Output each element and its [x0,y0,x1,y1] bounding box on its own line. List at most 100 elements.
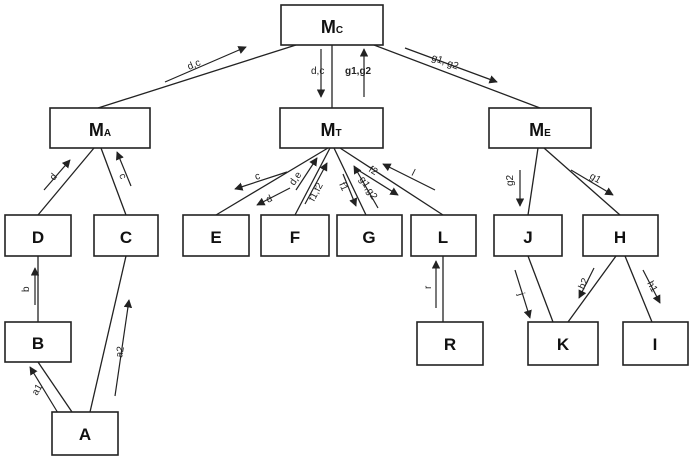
flow-label-mc-to-mt: d,c [311,66,324,77]
node-c: C [93,214,159,257]
node-box [336,214,403,257]
node-l: L [410,214,477,257]
edge-ma-d [37,147,95,216]
flow-label-h-to-i: h1 [644,279,659,294]
edge-mt-g [333,147,367,216]
node-mt: MT [279,107,384,149]
node-box [279,107,384,149]
node-f: F [260,214,330,257]
flow-arrow-d-to-ma [43,159,71,191]
node-box [416,321,484,366]
node-r: R [416,321,484,366]
flow-label-mt-to-e: c [254,171,262,183]
node-box [582,214,659,257]
node-label-main: M [529,120,544,140]
node-ma: MA [49,107,151,149]
node-label: MT [320,120,341,140]
node-box [493,214,563,257]
node-j: J [493,214,563,257]
flow-arrow-h-to-k [578,267,595,299]
flow-arrow-mt-to-e [234,171,288,191]
flow-arrow-l-to-mt [382,163,436,191]
edge-me-j [527,147,539,216]
node-label: A [79,425,91,444]
node-i: I [622,321,689,366]
node-h: H [582,214,659,257]
edge-mt-l [339,147,444,216]
node-box [260,214,330,257]
node-label-sub: C [336,25,343,36]
flow-label-g-to-mt: g1,g2 [356,175,379,202]
node-label-sub: E [544,128,551,139]
flow-label-c-to-ma: c [116,172,128,181]
flow-label-mc-to-me: g1, g2 [430,52,460,72]
flow-arrow-a-to-b [29,366,59,414]
node-box [182,214,250,257]
node-box [49,107,151,149]
flow-arrow-a-to-c [114,299,133,397]
flow-label-ma-to-mc: d,c [186,57,203,72]
flow-label-f-to-mt-2: f1,f2 [307,181,326,204]
node-box [4,214,72,257]
node-label: J [523,228,532,247]
flow-arrow-g-to-mt [353,165,379,209]
node-label: K [557,335,570,354]
edge-h-i [624,255,653,323]
flow-label-j-to-k: j [515,291,526,297]
node-label: MC [321,17,343,37]
node-label: G [362,228,375,247]
node-mc: MC [280,4,384,46]
flow-arrow-h-to-i [642,269,661,304]
tree-edges [37,44,653,413]
flow-label-f-to-mt-1: d,e [287,170,304,188]
edge-h-k [567,255,617,323]
node-label: E [210,228,221,247]
flow-label-mt-to-g: f1 [336,181,350,193]
node-box [622,321,689,366]
edge-ma-c [100,147,127,216]
node-label-main: M [89,120,104,140]
node-g: G [336,214,403,257]
flow-arrow-mc-to-me [404,47,498,84]
node-me: ME [488,107,592,149]
edge-mc-me [373,44,541,109]
node-label: H [614,228,626,247]
node-box [280,4,384,46]
node-box [527,321,599,366]
flow-arrow-ma-to-mc [164,46,247,83]
node-label-main: M [321,17,336,37]
flow-label-r-to-l: r [423,285,434,289]
node-k: K [527,321,599,366]
node-box [51,411,119,456]
flow-label-mt-to-f-1: d [264,193,274,205]
edge-mt-f [294,147,331,216]
edge-mt-e [215,147,329,216]
node-label: B [32,334,44,353]
flow-label-b-to-d: b [21,286,32,292]
node-box [410,214,477,257]
node-label: C [120,228,132,247]
node-label: R [444,335,456,354]
node-e: E [182,214,250,257]
edge-b-a [37,361,73,413]
edge-mc-ma [97,44,297,109]
node-box [93,214,159,257]
flow-label-l-to-mt: l [410,168,417,179]
flow-arrows [29,46,661,414]
node-box [488,107,592,149]
node-box [4,321,72,363]
edge-j-k [527,255,554,323]
node-label: ME [529,120,551,140]
node-a: A [51,411,119,456]
node-label: I [653,335,658,354]
node-label: D [32,228,44,247]
flow-arrow-mt-to-l [357,169,399,196]
flow-label-h-to-k: h2 [577,276,592,291]
node-label: L [438,228,448,247]
flow-arrow-f-to-mt-2 [304,162,328,205]
flow-arrow-f-to-mt-1 [295,157,318,191]
node-d: D [4,214,72,257]
node-label: MA [89,120,111,140]
flow-arrow-mt-to-g [342,173,358,207]
